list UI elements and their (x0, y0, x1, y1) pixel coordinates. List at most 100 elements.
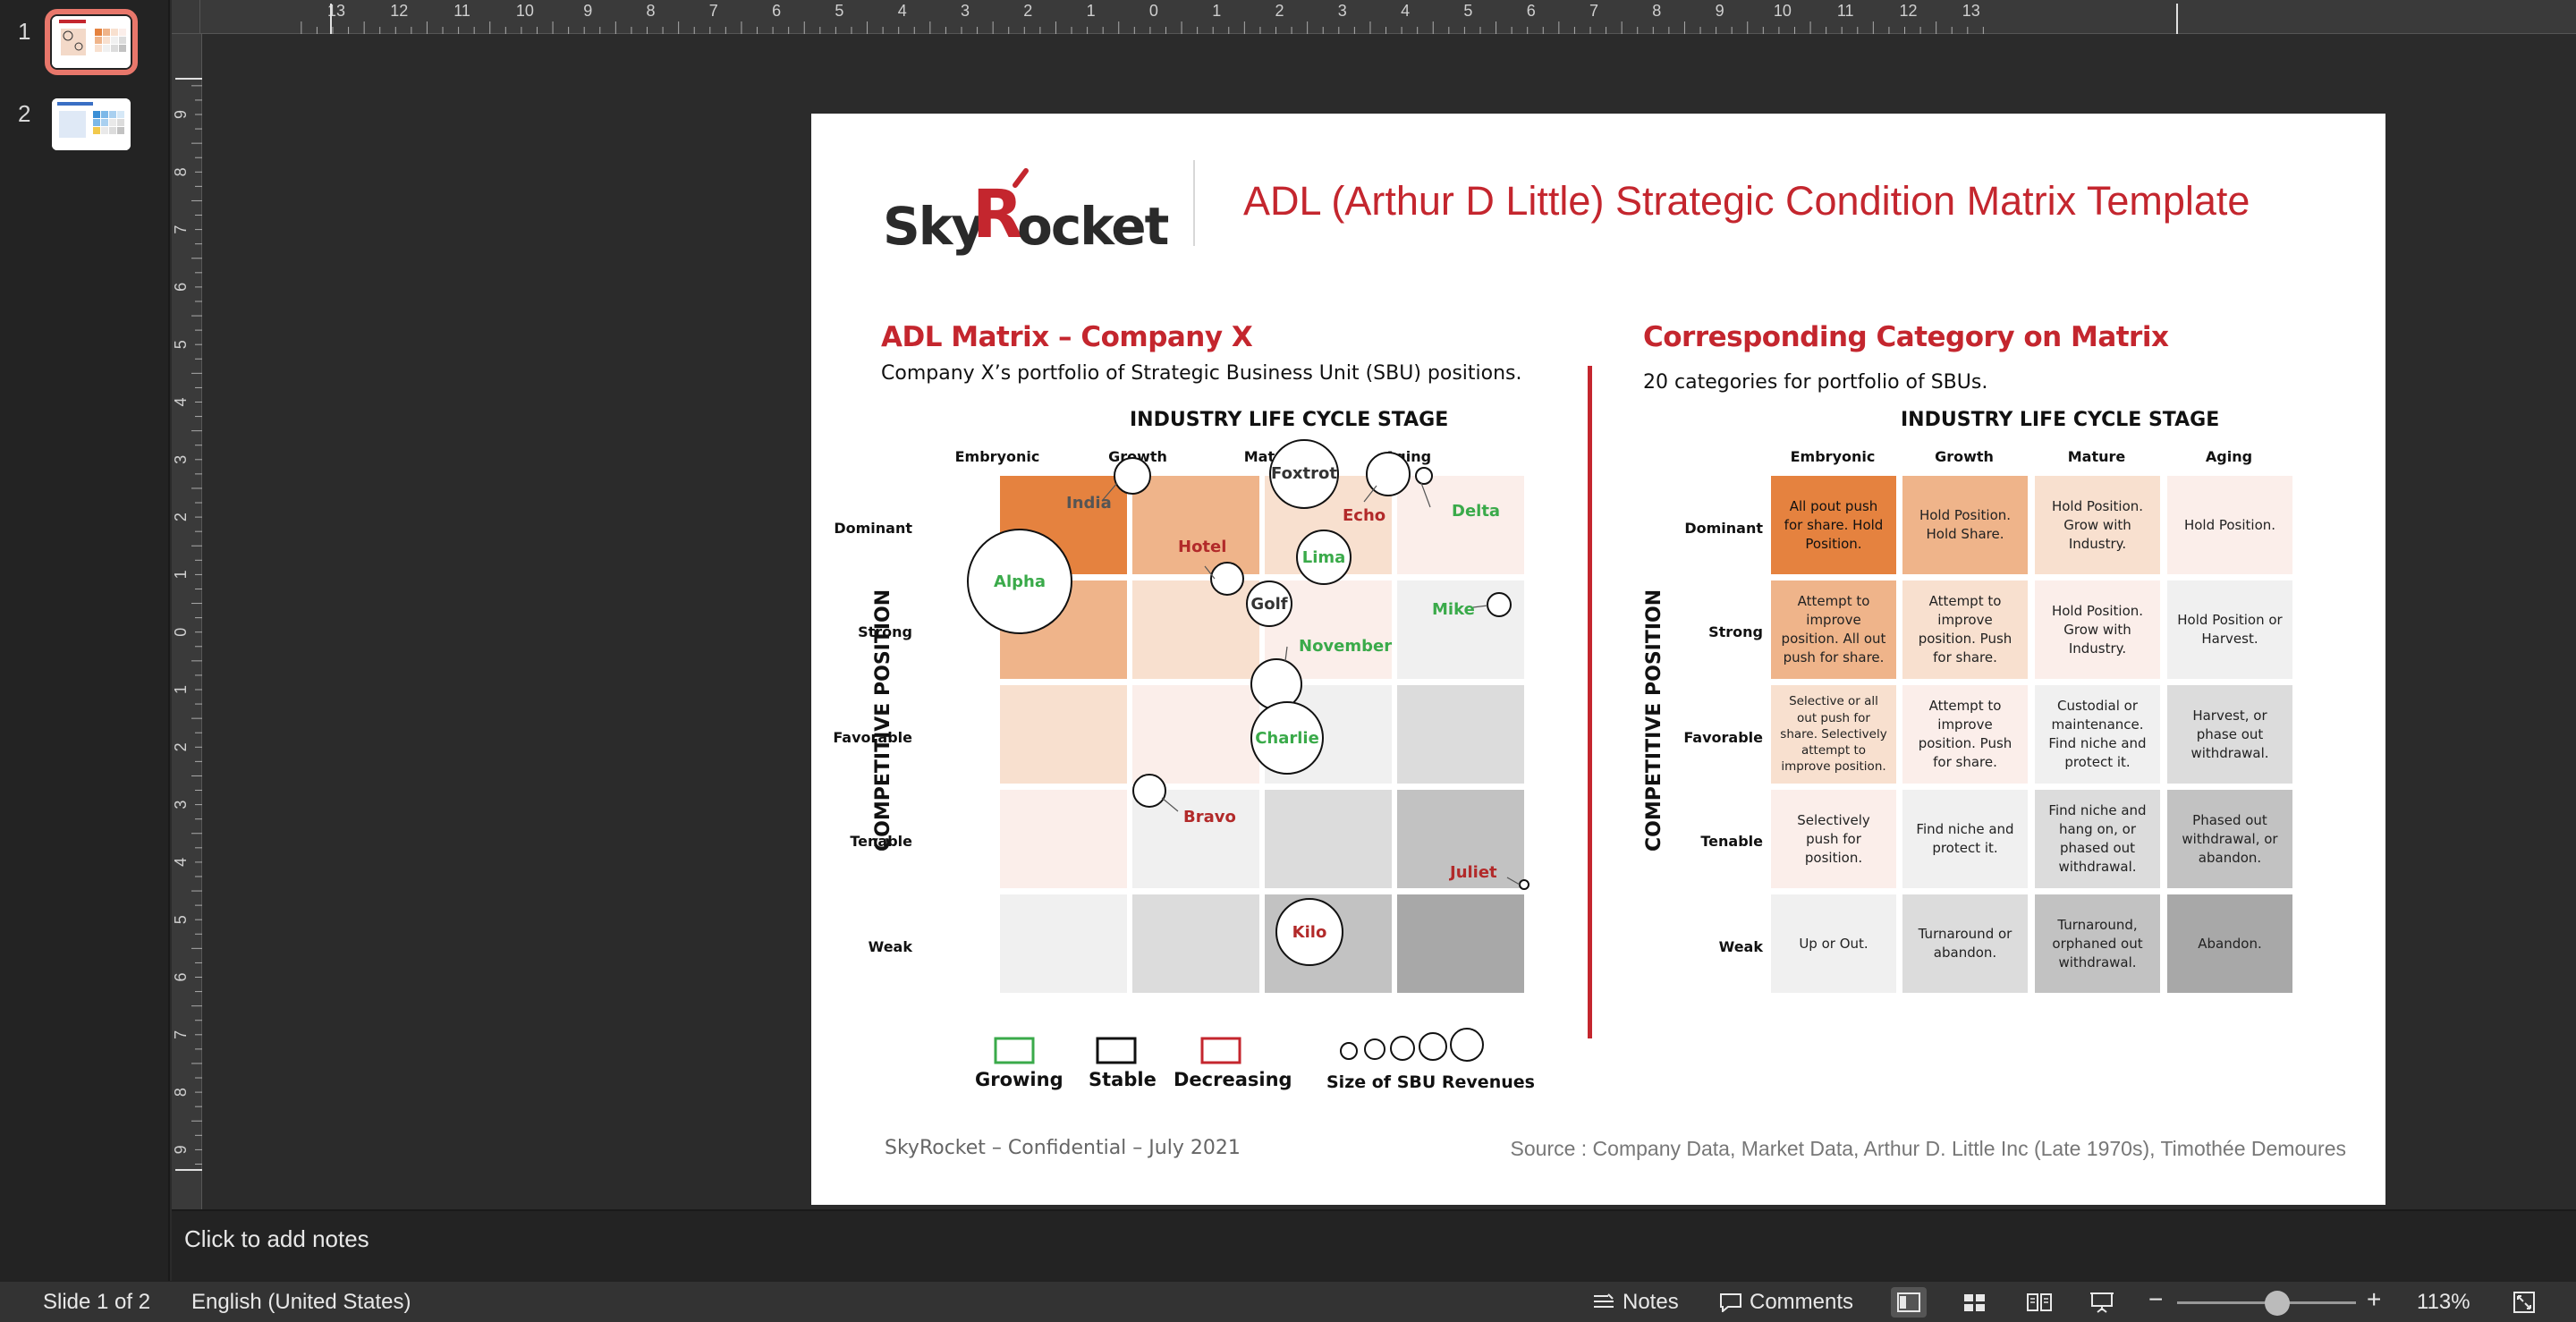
sbu-label-november: November (1299, 637, 1392, 656)
right-row-header-tenable: Tenable (1700, 833, 1763, 850)
sbu-label-echo: Echo (1343, 506, 1385, 525)
grid-cell-weak-growth (1132, 894, 1259, 993)
slide-thumbnail-2[interactable] (52, 98, 131, 150)
slide-thumbnail-1[interactable] (45, 9, 138, 75)
h-ruler-label: 4 (898, 2, 907, 20)
sbu-label-kilo: Kilo (1292, 923, 1327, 942)
footer-confidential[interactable]: SkyRocket – Confidential – July 2021 (885, 1137, 1241, 1159)
category-cell-tenable-aging[interactable]: Phased out withdrawal, or abandon. (2167, 790, 2292, 888)
h-ruler-label: 9 (1716, 2, 1724, 20)
thumbnail-1-preview (52, 16, 131, 68)
sbu-bubble-india (1114, 457, 1151, 495)
fit-to-window-button[interactable] (2506, 1287, 2542, 1318)
slide-sorter-button[interactable] (1957, 1287, 1993, 1318)
reading-view-button[interactable] (2021, 1287, 2057, 1318)
category-cell-dominant-mature[interactable]: Hold Position. Grow with Industry. (2035, 476, 2160, 574)
logo-divider (1193, 160, 1195, 246)
left-section-title[interactable]: ADL Matrix – Company X (881, 321, 1253, 353)
slide-title[interactable]: ADL (Arthur D Little) Strategic Conditio… (1243, 178, 2250, 224)
category-cell-favorable-aging[interactable]: Harvest, or phase out withdrawal. (2167, 685, 2292, 784)
left-axis-top-title: INDUSTRY LIFE CYCLE STAGE (1130, 409, 1449, 431)
h-ruler-label: 6 (772, 2, 781, 20)
sbu-bubble-charlie (1250, 701, 1324, 775)
slide[interactable]: Sky R ocket ADL (Arthur D Little) Strate… (811, 114, 2385, 1205)
sbu-label-juliet: Juliet (1448, 863, 1497, 882)
h-ruler-label: 3 (961, 2, 970, 20)
category-cell-dominant-growth[interactable]: Hold Position. Hold Share. (1902, 476, 2028, 574)
skyrocket-logo: Sky R ocket (883, 168, 1169, 257)
category-cell-favorable-growth[interactable]: Attempt to improve position. Push for sh… (1902, 685, 2028, 784)
category-cell-weak-embryonic[interactable]: Up or Out. (1771, 894, 1896, 993)
left-row-header-favorable: Favorable (833, 729, 912, 746)
category-cell-favorable-embryonic[interactable]: Selective or all out push for share. Sel… (1771, 685, 1896, 784)
v-ruler-label: 5 (172, 915, 190, 924)
right-row-header-strong: Strong (1708, 623, 1763, 640)
sbu-bubble-mike (1487, 592, 1512, 617)
slide-canvas: Sky R ocket ADL (Arthur D Little) Strate… (203, 35, 2576, 1208)
zoom-level[interactable]: 113% (2417, 1290, 2470, 1314)
svg-text:Sky: Sky (883, 196, 984, 257)
category-cell-weak-mature[interactable]: Turnaround, orphaned out withdrawal. (2035, 894, 2160, 993)
right-section-title[interactable]: Corresponding Category on Matrix (1643, 321, 2169, 353)
sbu-label-foxtrot: Foxtrot (1271, 464, 1337, 483)
matrix-grid (1000, 476, 1524, 993)
category-cell-favorable-mature[interactable]: Custodial or maintenance. Find niche and… (2035, 685, 2160, 784)
category-cell-dominant-aging[interactable]: Hold Position. (2167, 476, 2292, 574)
category-cell-dominant-embryonic[interactable]: All pout push for share. Hold Position. (1771, 476, 1896, 574)
h-ruler-label: 12 (1899, 2, 1917, 20)
sbu-label-hotel: Hotel (1178, 538, 1226, 556)
category-cell-tenable-growth[interactable]: Find niche and protect it. (1902, 790, 2028, 888)
right-axis-top-title: INDUSTRY LIFE CYCLE STAGE (1901, 409, 2220, 431)
v-ruler-label: 8 (172, 167, 190, 176)
left-row-header-strong: Strong (858, 623, 912, 640)
right-row-header-dominant: Dominant (1684, 520, 1763, 537)
grid-cell-favorable-embryonic (1000, 685, 1127, 784)
left-section-subtitle[interactable]: Company X’s portfolio of Strategic Busin… (881, 362, 1522, 385)
category-cell-tenable-mature[interactable]: Find niche and hang on, or phased out wi… (2035, 790, 2160, 888)
legend-size-circles (1340, 1028, 1484, 1062)
h-ruler-label: 11 (1837, 2, 1854, 20)
h-ruler-label: 7 (709, 2, 718, 20)
matrix-legend (994, 1028, 1484, 1064)
left-row-header-tenable: Tenable (850, 833, 912, 850)
h-ruler-label: 4 (1401, 2, 1410, 20)
legend-label-size: Size of SBU Revenues (1326, 1072, 1535, 1092)
zoom-in-button[interactable]: + (2367, 1285, 2382, 1313)
h-ruler-label: 12 (390, 2, 408, 20)
notes-placeholder[interactable]: Click to add notes (184, 1225, 369, 1252)
category-cell-strong-mature[interactable]: Hold Position. Grow with Industry. (2035, 580, 2160, 679)
v-ruler-label: 6 (172, 283, 190, 292)
right-axis-left-title: COMPETITIVE POSITION (1643, 589, 1665, 852)
h-ruler-label: 11 (453, 2, 470, 20)
h-ruler-label: 5 (835, 2, 843, 20)
comments-button[interactable]: Comments (1719, 1287, 1853, 1318)
ruler-corner (172, 0, 200, 34)
comment-icon (1720, 1293, 1741, 1312)
notes-button[interactable]: Notes (1592, 1287, 1679, 1318)
category-cell-weak-aging[interactable]: Abandon. (2167, 894, 2292, 993)
language-indicator[interactable]: English (United States) (191, 1290, 411, 1314)
right-section-subtitle[interactable]: 20 categories for portfolio of SBUs. (1643, 371, 1988, 394)
footer-source[interactable]: Source : Company Data, Market Data, Arth… (1510, 1137, 2346, 1160)
zoom-out-button[interactable]: − (2148, 1285, 2164, 1313)
sbu-bubble-bravo (1132, 774, 1166, 808)
v-ruler-label: 3 (172, 801, 190, 809)
category-cell-tenable-embryonic[interactable]: Selectively push for position. (1771, 790, 1896, 888)
category-cell-weak-growth[interactable]: Turnaround or abandon. (1902, 894, 2028, 993)
sbu-label-delta: Delta (1452, 502, 1500, 521)
h-ruler-label: 1 (1087, 2, 1096, 20)
notes-pane[interactable]: Click to add notes (172, 1209, 2576, 1281)
normal-view-button[interactable] (1891, 1287, 1927, 1318)
slideshow-button[interactable] (2084, 1287, 2120, 1318)
left-row-header-dominant: Dominant (834, 520, 912, 537)
category-cell-strong-aging[interactable]: Hold Position or Harvest. (2167, 580, 2292, 679)
sbu-bubbles (967, 439, 1530, 966)
category-cell-strong-embryonic[interactable]: Attempt to improve position. All out pus… (1771, 580, 1896, 679)
zoom-slider-thumb[interactable] (2265, 1291, 2290, 1316)
category-cell-strong-growth[interactable]: Attempt to improve position. Push for sh… (1902, 580, 2028, 679)
sbu-leader-lines (1101, 482, 1521, 886)
sbu-labels: India Foxtrot Echo Delta Hotel Lima Alph… (994, 464, 1500, 942)
